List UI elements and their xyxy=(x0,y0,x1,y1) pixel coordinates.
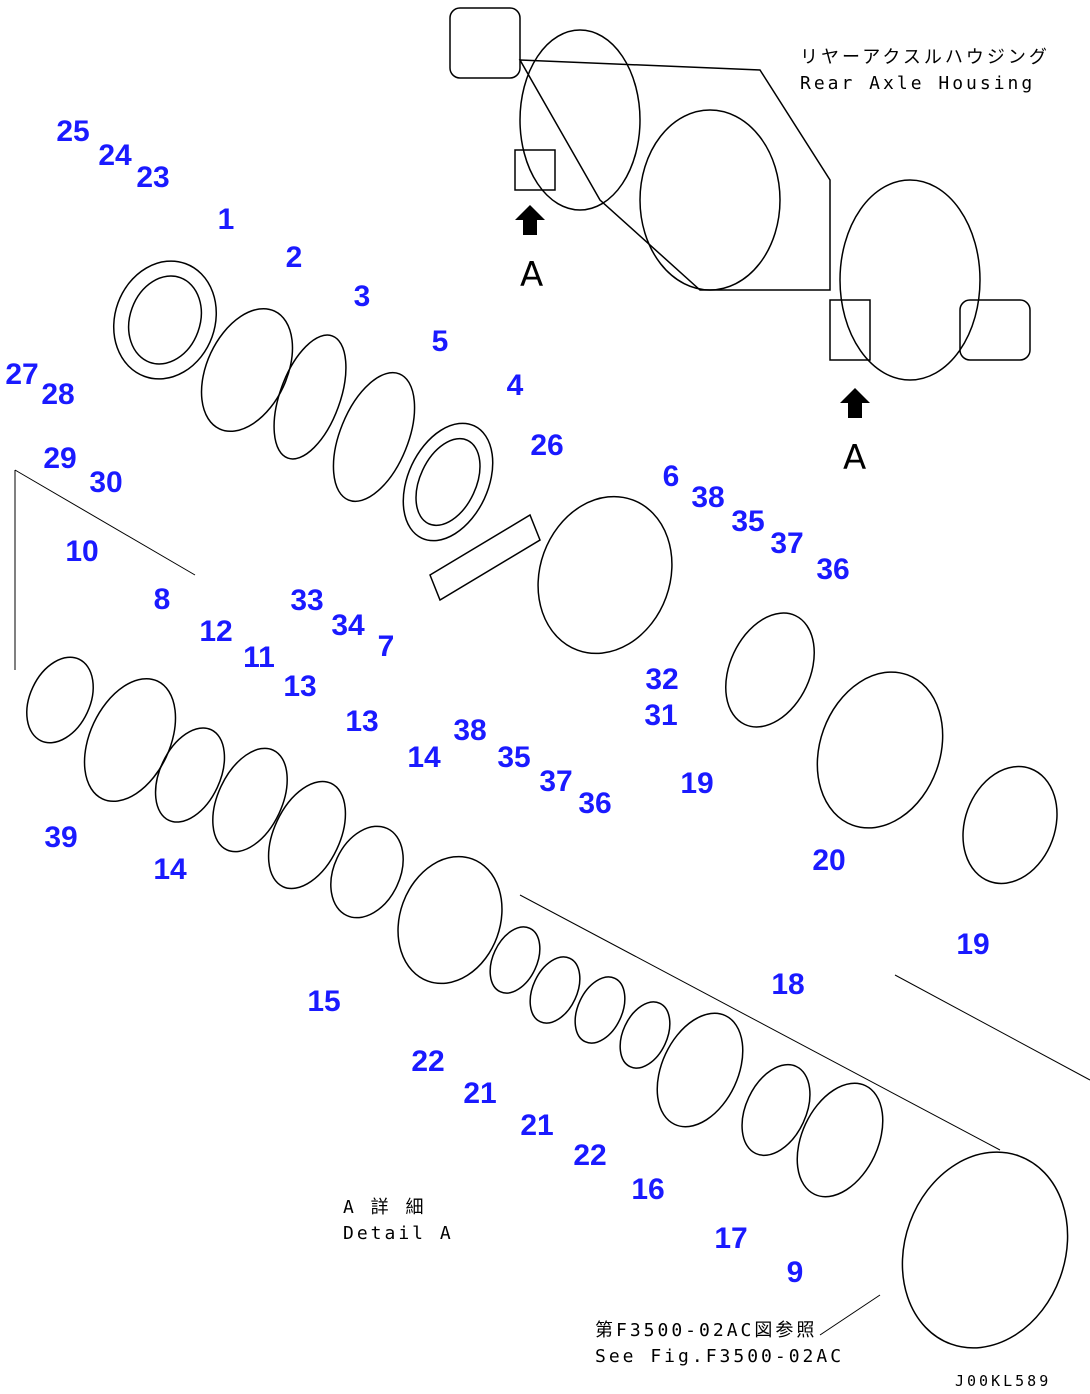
part-number-label: 14 xyxy=(153,853,187,886)
part-number-label: 37 xyxy=(770,527,804,560)
part-number-label: 3 xyxy=(353,280,371,313)
part-number-label: 19 xyxy=(680,767,714,800)
part-drawings xyxy=(14,260,1090,1349)
part-number-label: 38 xyxy=(453,714,487,747)
part-number-label: 5 xyxy=(431,325,449,358)
part-number-label: 27 xyxy=(5,358,39,391)
part-number-label: 32 xyxy=(645,663,679,696)
part-number-label: 14 xyxy=(407,741,441,774)
part-number-label: 30 xyxy=(89,466,123,499)
part-number-label: 24 xyxy=(98,139,132,172)
part-number-label: 21 xyxy=(463,1077,497,1110)
detail-label-en: Detail A xyxy=(343,1223,454,1244)
housing-label-en: Rear Axle Housing xyxy=(800,73,1036,94)
reference-label: 第F3500-02AC図参照 See Fig.F3500-02AC xyxy=(595,1318,844,1370)
part-number-label: 25 xyxy=(56,115,90,148)
part-number-label: 13 xyxy=(345,705,379,738)
part-number-label: 4 xyxy=(506,369,524,402)
view-marker-a: A xyxy=(843,438,867,478)
part-number-label: 38 xyxy=(691,481,725,514)
part-number-label: 39 xyxy=(44,821,78,854)
part-number-label: 17 xyxy=(714,1222,748,1255)
part-number-label: 6 xyxy=(662,460,680,493)
part-number-label: 21 xyxy=(520,1109,554,1142)
part-number-label: 33 xyxy=(290,584,324,617)
part-number-label: 37 xyxy=(539,765,573,798)
part-number-label: 7 xyxy=(377,630,395,663)
part-number-label: 18 xyxy=(771,968,805,1001)
part-number-label: 11 xyxy=(243,641,275,674)
detail-label-jp: A 詳 細 xyxy=(343,1197,427,1218)
part-number-label: 29 xyxy=(43,442,77,475)
part-number-label: 35 xyxy=(497,741,531,774)
part-number-label: 34 xyxy=(331,609,365,642)
part-number-label: 16 xyxy=(631,1173,665,1206)
part-number-label: 35 xyxy=(731,505,765,538)
part-number-label: 13 xyxy=(283,670,317,703)
housing-label: リヤーアクスルハウジング Rear Axle Housing xyxy=(800,45,1050,97)
part-number-label: 36 xyxy=(578,787,612,820)
arrows xyxy=(515,205,870,418)
figure-code: J00KL589 xyxy=(955,1372,1052,1390)
housing-label-jp: リヤーアクスルハウジング xyxy=(800,47,1050,68)
reference-label-en: See Fig.F3500-02AC xyxy=(595,1346,845,1367)
part-number-label: 19 xyxy=(956,928,990,961)
reference-label-jp: 第F3500-02AC図参照 xyxy=(595,1320,818,1341)
part-number-label: 28 xyxy=(41,378,75,411)
part-number-label: 20 xyxy=(812,844,846,877)
view-marker-a: A xyxy=(520,255,544,295)
part-number-label: 26 xyxy=(530,429,564,462)
part-number-label: 22 xyxy=(411,1045,445,1078)
part-number-label: 31 xyxy=(644,699,678,732)
part-number-label: 9 xyxy=(786,1256,804,1289)
part-number-label: 1 xyxy=(217,203,235,236)
part-number-label: 22 xyxy=(573,1139,607,1172)
part-number-label: 2 xyxy=(285,241,303,274)
part-number-label: 23 xyxy=(136,161,170,194)
part-number-label: 15 xyxy=(307,985,341,1018)
rear-axle-housing-drawing xyxy=(449,7,1031,381)
part-number-label: 12 xyxy=(199,615,233,648)
detail-label: A 詳 細 Detail A xyxy=(343,1195,454,1247)
part-number-label: 8 xyxy=(153,583,171,616)
part-number-label: 36 xyxy=(816,553,850,586)
part-number-label: 10 xyxy=(65,535,99,568)
